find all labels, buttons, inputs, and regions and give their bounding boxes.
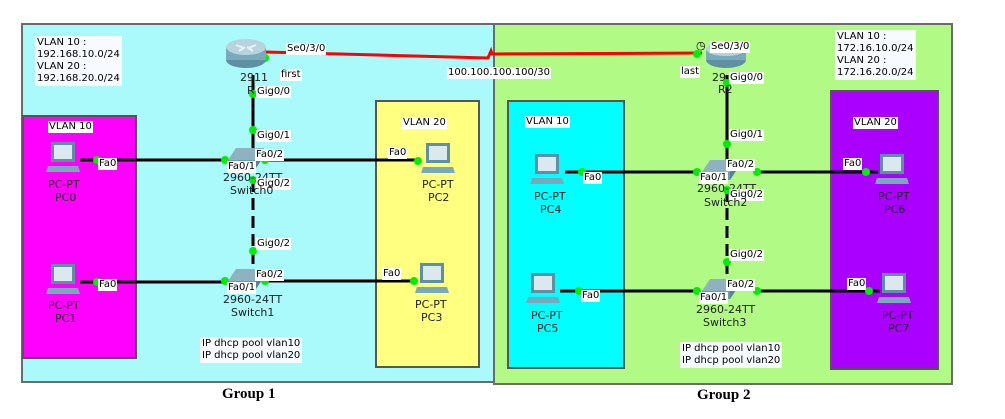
pc1-type: PC-PT [48,299,80,312]
pc0-type: PC-PT [48,178,80,191]
switch2-downlink-label: Gig0/2 [729,189,764,201]
g1-info-line: 192.168.20.0/24 [37,73,120,84]
switch2-fa01-label: Fa0/1 [699,172,729,184]
r1-model: 2911 [240,71,268,84]
g2-info-line: 172.16.10.0/24 [837,43,914,54]
switch3-fa01-label: Fa0/1 [699,292,729,304]
r2-gig-port-label: Gig0/0 [729,72,764,84]
switch1-fa02-label: Fa0/2 [255,269,285,281]
r2-serial-port-label: Se0/3/0 [710,41,751,53]
r1-serial-port-label: Se0/3/0 [286,43,327,55]
pc3-name: PC3 [421,311,443,324]
wan-network-label: 100.100.100.100/30 [447,67,551,79]
r1-serial-end-label: first [280,69,302,81]
pc5-type: PC-PT [531,309,563,322]
pc0-name: PC0 [55,191,77,204]
pc5-icon[interactable] [526,273,562,307]
g2-vlan20-box [830,90,939,370]
pc0-icon[interactable] [46,142,82,176]
switch3-name: Switch3 [703,316,747,329]
g1-vlan20-box [375,100,480,368]
switch1-fa01-label: Fa0/1 [227,282,257,294]
pc5-port-label: Fa0 [581,290,601,302]
pc0-port-label: Fa0 [98,158,118,170]
g2-dhcp-line: IP dhcp pool vlan10 [682,343,781,354]
switch2-fa02-label: Fa0/2 [726,159,756,171]
router-r1-icon[interactable] [224,36,268,70]
switch0-fa01-label: Fa0/1 [227,161,257,173]
pc2-type: PC-PT [422,178,454,191]
switch1-uplink-label: Gig0/2 [256,238,291,250]
group-2-title: Group 2 [697,387,751,403]
switch3-uplink-label: Gig0/2 [729,249,764,261]
g2-dhcp-note: IP dhcp pool vlan10 IP dhcp pool vlan20 [680,342,783,368]
r2-name: R2 [718,83,733,96]
pc4-name: PC4 [540,203,562,216]
pc5-name: PC5 [537,322,559,335]
pc7-port-label: Fa0 [847,278,867,290]
pc3-icon[interactable] [415,263,451,297]
g1-vlan20-label: VLAN 20 [402,117,447,129]
clock-icon: ◷ [696,39,706,52]
g2-info-line: VLAN 10 : [837,31,887,42]
pc2-name: PC2 [428,191,450,204]
pc3-port-label: Fa0 [382,268,402,280]
g2-subnet-info: VLAN 10 : 172.16.10.0/24 VLAN 20 : 172.1… [835,30,916,80]
pc7-name: PC7 [888,322,910,335]
pc7-type: PC-PT [882,309,914,322]
pc6-port-label: Fa0 [843,158,863,170]
switch1-name: Switch1 [231,306,275,319]
switch0-name: Switch0 [230,184,274,197]
switch1-model: 2960-24TT [223,293,283,306]
g1-vlan10-label: VLAN 10 [48,121,93,133]
pc3-type: PC-PT [415,298,447,311]
g1-dhcp-note: IP dhcp pool vlan10 IP dhcp pool vlan20 [200,337,303,363]
r1-gig-port-label: Gig0/0 [256,86,291,98]
switch3-model: 2960-24TT [696,303,756,316]
r2-model: 29 [712,71,726,84]
pc1-icon[interactable] [46,264,82,298]
g1-info-line: VLAN 10 : [37,37,87,48]
pc4-port-label: Fa0 [583,172,603,184]
switch0-fa02-label: Fa0/2 [255,149,285,161]
pc1-name: PC1 [55,312,77,325]
pc7-icon[interactable] [877,273,913,307]
switch0-downlink-label: Gig0/2 [256,178,291,190]
g2-dhcp-line: IP dhcp pool vlan20 [682,355,781,366]
switch3-fa02-label: Fa0/2 [726,279,756,291]
pc6-icon[interactable] [875,154,911,188]
g2-info-line: VLAN 20 : [837,55,887,66]
g1-dhcp-line: IP dhcp pool vlan20 [202,350,301,361]
g1-dhcp-line: IP dhcp pool vlan10 [202,338,301,349]
pc6-name: PC6 [884,203,906,216]
wan-serial-link[interactable] [264,46,703,60]
pc2-port-label: Fa0 [388,147,408,159]
switch2-name: Switch2 [704,196,748,209]
g1-info-line: VLAN 20 : [37,61,87,72]
pc4-type: PC-PT [534,190,566,203]
g2-vlan20-label: VLAN 20 [853,117,898,129]
pc6-type: PC-PT [878,190,910,203]
pc4-icon[interactable] [530,154,566,188]
switch0-uplink-label: Gig0/1 [256,130,291,142]
g1-vlan10-box [22,115,137,359]
g1-info-line: 192.168.10.0/24 [37,49,120,60]
g2-vlan10-label: VLAN 10 [525,116,570,128]
g1-subnet-info: VLAN 10 : 192.168.10.0/24 VLAN 20 : 192.… [35,36,122,86]
pc2-icon[interactable] [421,143,457,177]
pc1-port-label: Fa0 [98,279,118,291]
group-1-title: Group 1 [222,386,276,402]
g2-vlan10-box [507,100,625,369]
switch2-uplink-label: Gig0/1 [729,129,764,141]
g2-info-line: 172.16.20.0/24 [837,67,914,78]
r2-serial-end-label: last [680,66,701,78]
